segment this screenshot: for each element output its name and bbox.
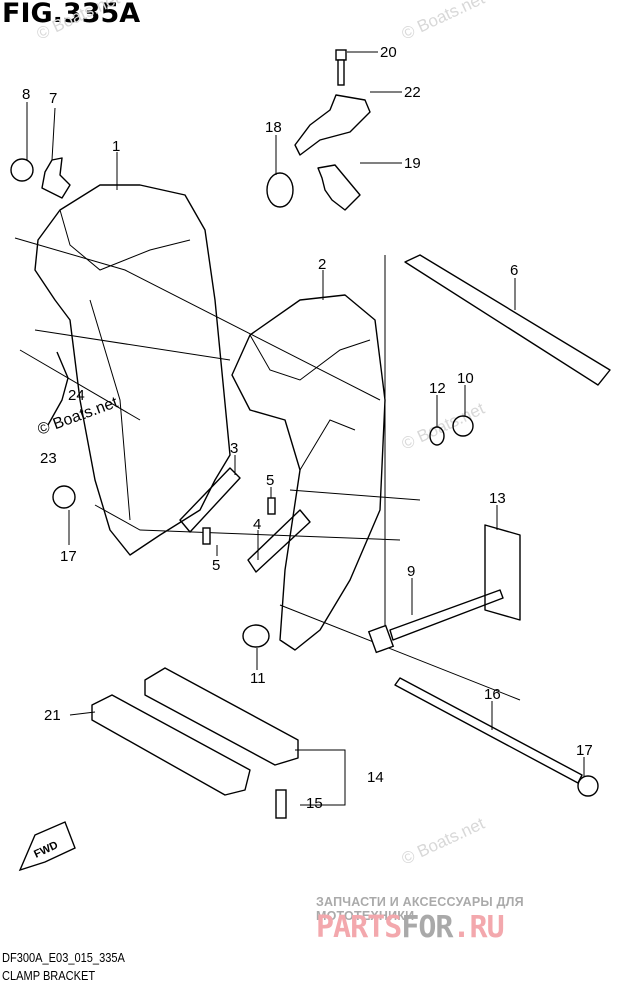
callout-12: 12 [429, 380, 446, 397]
callout-18: 18 [265, 119, 282, 136]
bolt-20 [335, 49, 347, 86]
callout-23: 23 [40, 450, 57, 467]
pad-14 [144, 667, 299, 766]
callout-1: 1 [112, 138, 120, 155]
bolt-16 [394, 677, 583, 784]
pad-21 [91, 694, 251, 796]
callout-14: 14 [367, 769, 384, 786]
watermark: © Boats.net [399, 814, 488, 869]
callout-17: 17 [60, 548, 77, 565]
nut-17b [577, 775, 599, 797]
watermarks: © Boats.net © Boats.net © Boats.net © Bo… [34, 0, 488, 869]
watermark: © Boats.net [399, 399, 488, 454]
nut-17 [52, 485, 76, 509]
callout-21: 21 [44, 707, 61, 724]
cover-22 [294, 94, 371, 156]
nut-8 [10, 158, 34, 182]
callout-leaders [26, 51, 585, 806]
callout-8: 8 [22, 86, 30, 103]
tube-6 [404, 254, 611, 386]
brand-logo: PARTSFOR.RU [316, 910, 505, 945]
callout-7: 7 [49, 90, 57, 107]
plate-3 [179, 467, 241, 533]
fwd-arrow: FWD [18, 821, 76, 872]
logo-part3: .RU [452, 910, 505, 945]
logo-part2: FOR [401, 910, 453, 945]
plate-19 [317, 164, 361, 211]
callout-9: 9 [407, 563, 415, 580]
plate-4 [247, 509, 311, 573]
callout-11: 11 [250, 670, 266, 687]
bolt-15 [275, 789, 287, 819]
callout-20: 20 [380, 44, 397, 61]
clamp-bracket-2 [231, 294, 386, 651]
logo-part1: PARTS [316, 910, 402, 945]
callout-24: 24 [68, 387, 85, 404]
screw-5 [267, 497, 276, 515]
bolt-9 [389, 589, 504, 641]
callout-2: 2 [318, 256, 326, 273]
callout-15: 15 [306, 795, 323, 812]
plate-7 [41, 157, 71, 199]
callout-3: 3 [230, 440, 238, 457]
brand-tagline: ЗАПЧАСТИ И АКСЕССУАРЫ ДЛЯ МОТОТЕХНИКИ [316, 895, 524, 923]
grommet-18 [266, 172, 294, 208]
figure-title: FIG.335A [2, 0, 141, 29]
figure-name: CLAMP BRACKET [2, 968, 96, 983]
callout-4: 4 [253, 516, 261, 533]
callout-6: 6 [510, 262, 518, 279]
callout-17: 17 [576, 742, 593, 759]
figure-code: DF300A_E03_015_335A [2, 950, 125, 965]
callout-19: 19 [404, 155, 421, 172]
clamp-bracket-1 [34, 184, 231, 556]
callout-13: 13 [489, 490, 506, 507]
washer-11 [242, 624, 270, 648]
nut-10 [452, 415, 474, 437]
callouts: 20 22 18 19 8 7 1 2 6 12 10 24 23 3 5 4 … [22, 44, 593, 812]
callout-5: 5 [212, 557, 220, 574]
screw-5b [202, 527, 211, 545]
ground-wire-24 [47, 351, 69, 426]
callout-5: 5 [266, 472, 274, 489]
callout-16: 16 [484, 686, 501, 703]
plate-13 [484, 524, 521, 621]
watermark: © Boats.net [399, 0, 488, 44]
callout-22: 22 [404, 84, 421, 101]
callout-10: 10 [457, 370, 474, 387]
watermark: © Boats.net [34, 0, 123, 44]
